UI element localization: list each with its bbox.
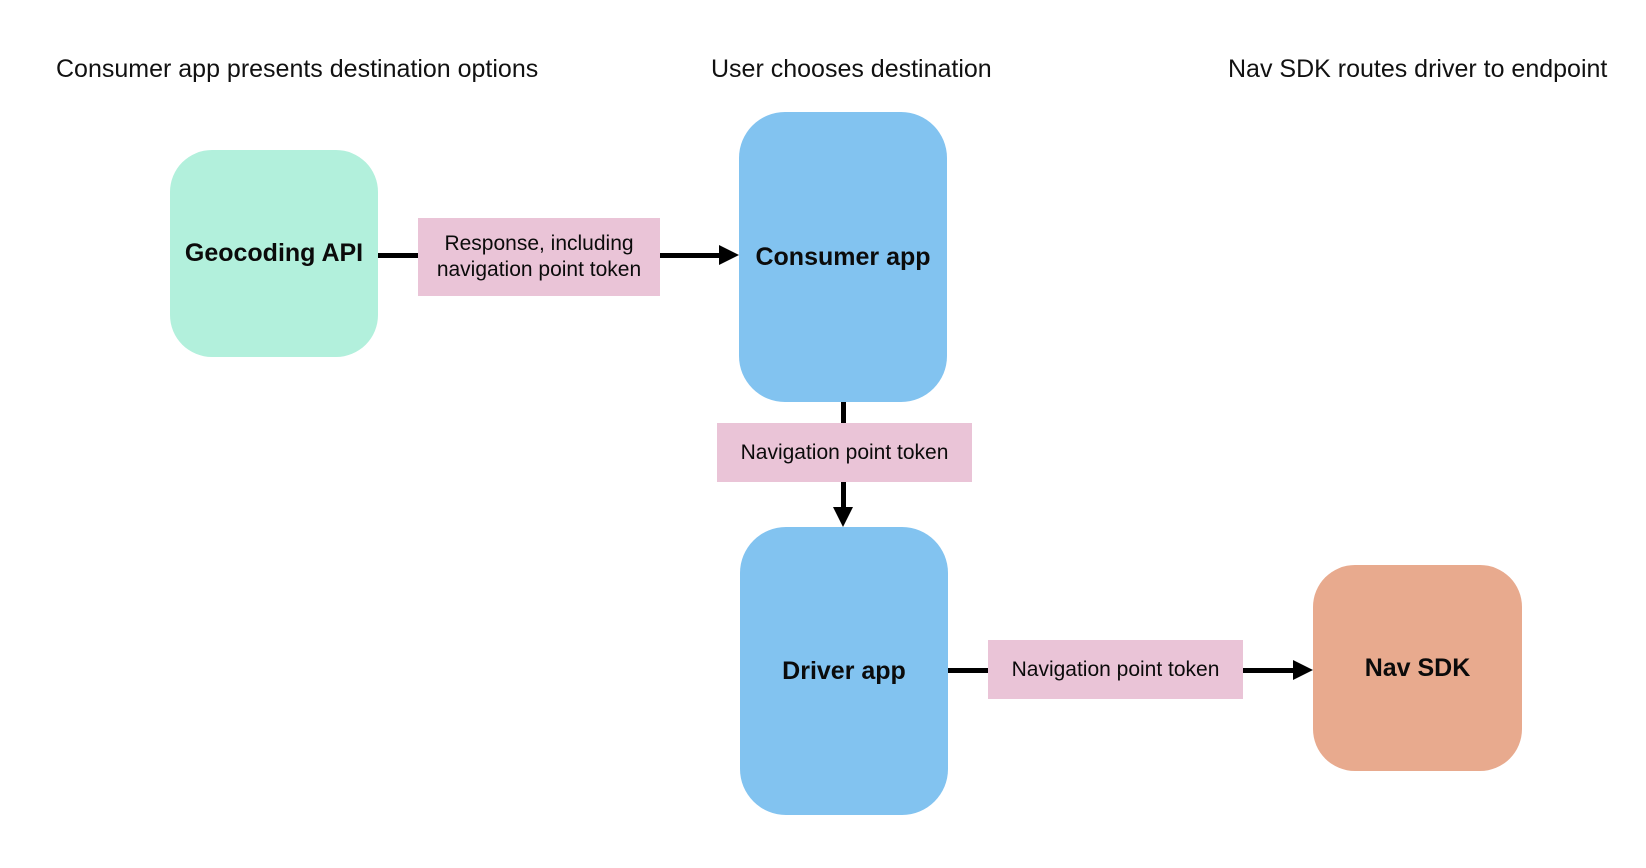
edge-label-to-consumer-line xyxy=(660,253,719,258)
column-header-nav-sdk-routes: Nav SDK routes driver to endpoint xyxy=(1228,55,1608,83)
node-geocoding-api-label: Geocoding API xyxy=(184,239,364,267)
node-geocoding-api: Geocoding API xyxy=(170,150,378,357)
edge-label-to-nav-sdk-line xyxy=(1243,668,1293,673)
edge-consumer-to-label-line xyxy=(841,402,846,423)
column-header-user-chooses: User chooses destination xyxy=(711,55,992,83)
node-nav-sdk-label: Nav SDK xyxy=(1364,653,1471,682)
edge-label-navigation-point-token-right: Navigation point token xyxy=(988,640,1243,699)
node-driver-app-label: Driver app xyxy=(782,656,906,685)
node-nav-sdk: Nav SDK xyxy=(1313,565,1522,771)
arrowhead-into-nav-sdk-icon xyxy=(1293,660,1313,680)
column-header-consumer-presents: Consumer app presents destination option… xyxy=(56,55,539,83)
edge-geocoding-to-label-line xyxy=(378,253,418,258)
edge-label-navigation-point-token-mid: Navigation point token xyxy=(717,423,972,482)
arrowhead-into-consumer-app-icon xyxy=(719,245,739,265)
node-consumer-app-label: Consumer app xyxy=(755,242,931,271)
node-driver-app: Driver app xyxy=(740,527,948,815)
arrowhead-into-driver-app-icon xyxy=(833,507,853,527)
edge-driver-to-label-line xyxy=(948,668,988,673)
edge-label-to-driver-line xyxy=(841,482,846,507)
edge-label-response-including-token: Response, including navigation point tok… xyxy=(418,218,660,296)
node-consumer-app: Consumer app xyxy=(739,112,947,402)
